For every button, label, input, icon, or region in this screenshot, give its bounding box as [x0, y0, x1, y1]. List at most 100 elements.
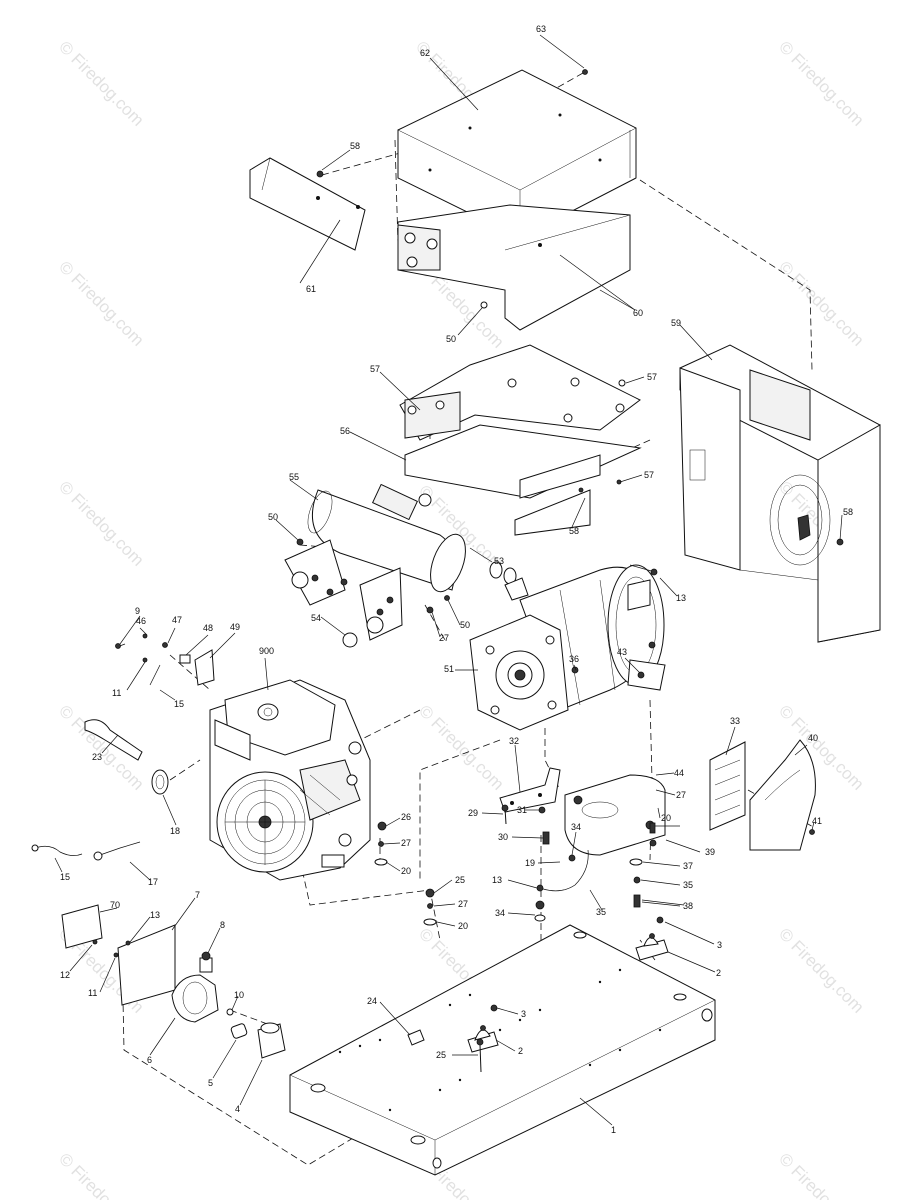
callout-20: 20 [458, 921, 468, 931]
callout-57: 57 [647, 372, 657, 382]
callout-3: 3 [521, 1009, 526, 1019]
callout-1: 1 [611, 1125, 616, 1135]
callout-9: 9 [135, 606, 140, 616]
callout-27: 27 [458, 899, 468, 909]
callout-13: 13 [150, 910, 160, 920]
callout-38: 38 [683, 901, 693, 911]
callout-13: 13 [676, 593, 686, 603]
callout-48: 48 [203, 623, 213, 633]
callout-29: 29 [468, 808, 478, 818]
callout-20: 20 [661, 813, 671, 823]
callout-34: 34 [571, 822, 581, 832]
callout-25: 25 [436, 1050, 446, 1060]
watermark: © Firedog.com [55, 37, 147, 129]
callout-31: 31 [517, 805, 527, 815]
watermark: © Firedog.com [55, 1149, 147, 1200]
left-hardware-group [31, 633, 215, 861]
air-duct-assembly [399, 344, 642, 536]
watermark: © Firedog.com [55, 477, 147, 569]
callout-11: 11 [88, 988, 97, 998]
callout-4: 4 [235, 1104, 240, 1114]
callout-labels: 63 62 58 61 60 50 59 57 57 57 56 58 55 5… [60, 24, 853, 1135]
callout-57: 57 [370, 364, 380, 374]
callout-54: 54 [311, 613, 321, 623]
callout-11: 11 [112, 688, 121, 698]
callout-24: 24 [367, 996, 377, 1006]
callout-3: 3 [717, 940, 722, 950]
callout-50: 50 [268, 512, 278, 522]
callout-57: 57 [644, 470, 654, 480]
mounting-brackets [499, 767, 666, 856]
fuel-system-group [61, 904, 286, 1059]
callout-34: 34 [495, 908, 505, 918]
callout-32: 32 [509, 736, 519, 746]
callout-55: 55 [289, 472, 299, 482]
watermark: © Firedog.com [55, 257, 147, 349]
callout-53: 53 [494, 556, 504, 566]
callout-5: 5 [208, 1078, 213, 1088]
callout-13: 13 [492, 875, 502, 885]
enclosure-side-panel [679, 344, 881, 643]
engine [209, 679, 371, 881]
callout-30: 30 [498, 832, 508, 842]
callout-27: 27 [676, 790, 686, 800]
callout-15: 15 [174, 699, 184, 709]
watermark: © Firedog.com [775, 1149, 867, 1200]
callout-58: 58 [569, 526, 579, 536]
callout-35: 35 [683, 880, 693, 890]
callout-43: 43 [617, 647, 627, 657]
callout-61: 61 [306, 284, 316, 294]
enclosure-top-cover [397, 69, 637, 239]
callout-6: 6 [147, 1055, 152, 1065]
leader-lines [54, 34, 843, 1126]
fastener-stacks [296, 69, 844, 926]
exhaust-tube [489, 561, 529, 601]
watermark: © Firedog.com [775, 257, 867, 349]
callout-44: 44 [674, 768, 684, 778]
callout-10: 10 [234, 990, 244, 1000]
callout-49: 49 [230, 622, 240, 632]
callout-47: 47 [172, 615, 182, 625]
callout-7: 7 [195, 890, 200, 900]
callout-23: 23 [92, 752, 102, 762]
callout-27: 27 [439, 633, 449, 643]
enclosure-front-panel [249, 157, 366, 251]
watermark: © Firedog.com [775, 924, 867, 1016]
callout-58: 58 [350, 141, 360, 151]
callout-56: 56 [340, 426, 350, 436]
callout-26: 26 [401, 812, 411, 822]
base-frame [289, 924, 716, 1176]
callout-20: 20 [401, 866, 411, 876]
callout-40: 40 [808, 733, 818, 743]
callout-39: 39 [705, 847, 715, 857]
callout-12: 12 [60, 970, 70, 980]
callout-59: 59 [671, 318, 681, 328]
callout-33: 33 [730, 716, 740, 726]
callout-58: 58 [843, 507, 853, 517]
callout-15: 15 [60, 872, 70, 882]
callout-35: 35 [596, 907, 606, 917]
callout-36: 36 [569, 654, 579, 664]
callout-70: 70 [110, 900, 120, 910]
callout-2: 2 [518, 1046, 523, 1056]
callout-900: 900 [259, 646, 274, 656]
enclosure-rear-panel [397, 204, 631, 331]
callout-17: 17 [148, 877, 158, 887]
louver-and-fan-guard [709, 739, 816, 851]
callout-19: 19 [525, 858, 535, 868]
callout-62: 62 [420, 48, 430, 58]
callout-41: 41 [812, 816, 822, 826]
watermark: © Firedog.com [775, 37, 867, 129]
callout-8: 8 [220, 920, 225, 930]
callout-63: 63 [536, 24, 546, 34]
callout-25: 25 [455, 875, 465, 885]
muffler [284, 483, 466, 648]
callout-50: 50 [460, 620, 470, 630]
callout-18: 18 [170, 826, 180, 836]
callout-50: 50 [446, 334, 456, 344]
callout-37: 37 [683, 861, 693, 871]
vibration-isolators [467, 916, 669, 1073]
callout-60: 60 [633, 308, 643, 318]
callout-2: 2 [716, 968, 721, 978]
